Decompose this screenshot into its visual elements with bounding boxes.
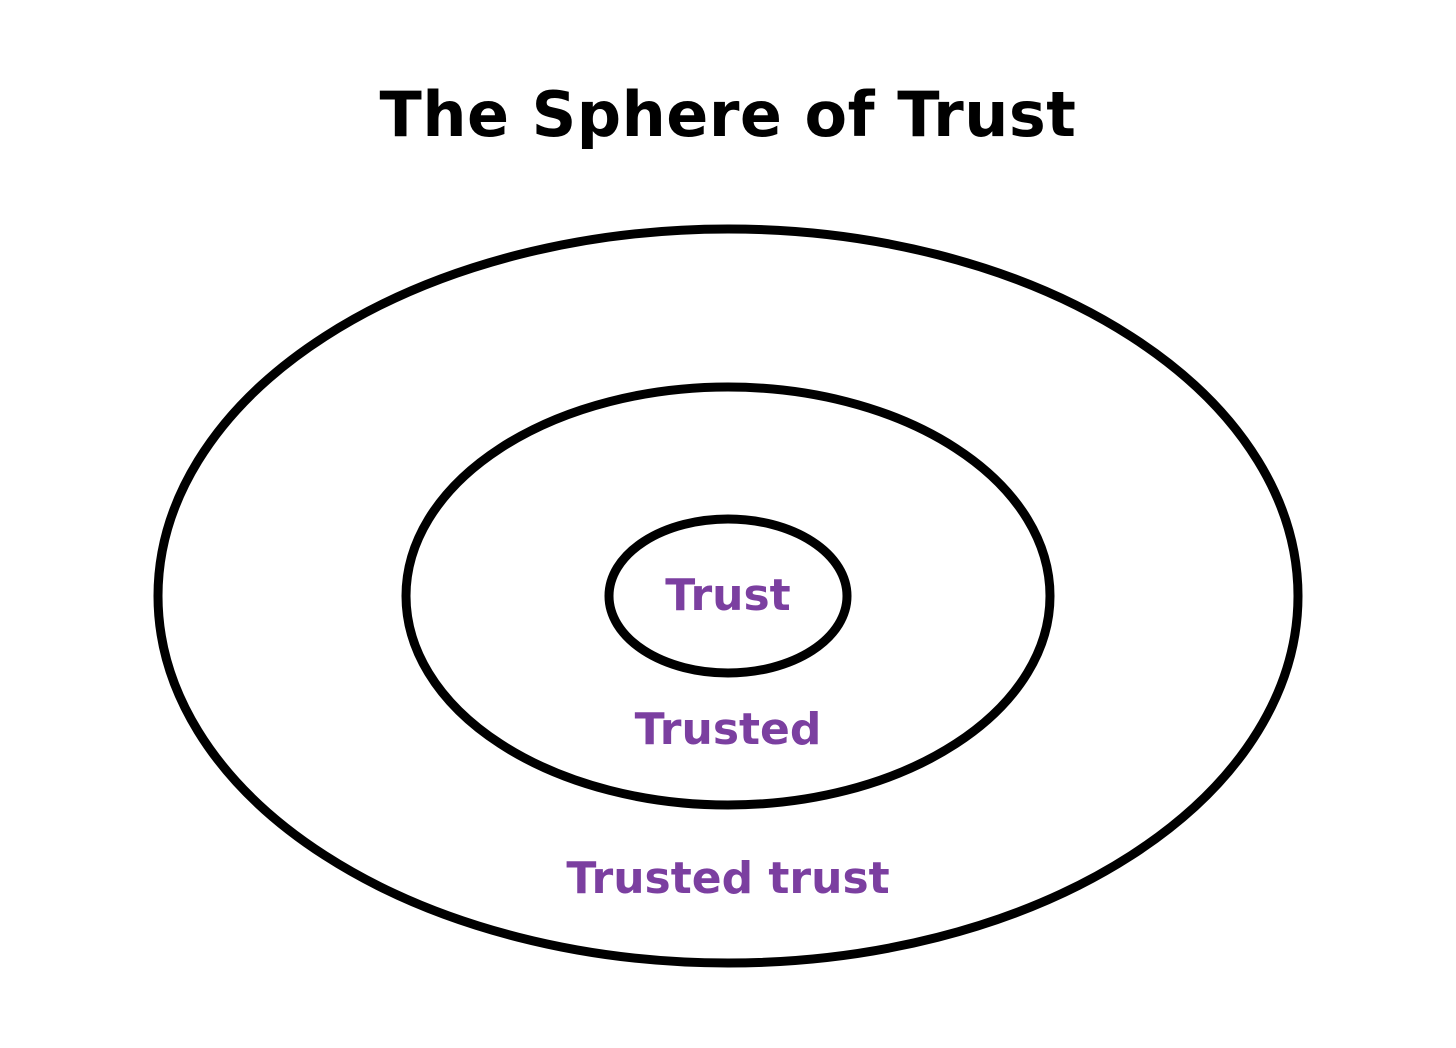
diagram-title: The Sphere of Trust bbox=[379, 78, 1077, 151]
inner-ring-label: Trust bbox=[665, 570, 790, 621]
outer-ring-label: Trusted trust bbox=[566, 853, 889, 904]
inner-ring bbox=[604, 514, 852, 678]
middle-ring bbox=[401, 382, 1055, 810]
middle-ring-label: Trusted bbox=[635, 704, 822, 755]
outer-ring bbox=[153, 224, 1303, 968]
